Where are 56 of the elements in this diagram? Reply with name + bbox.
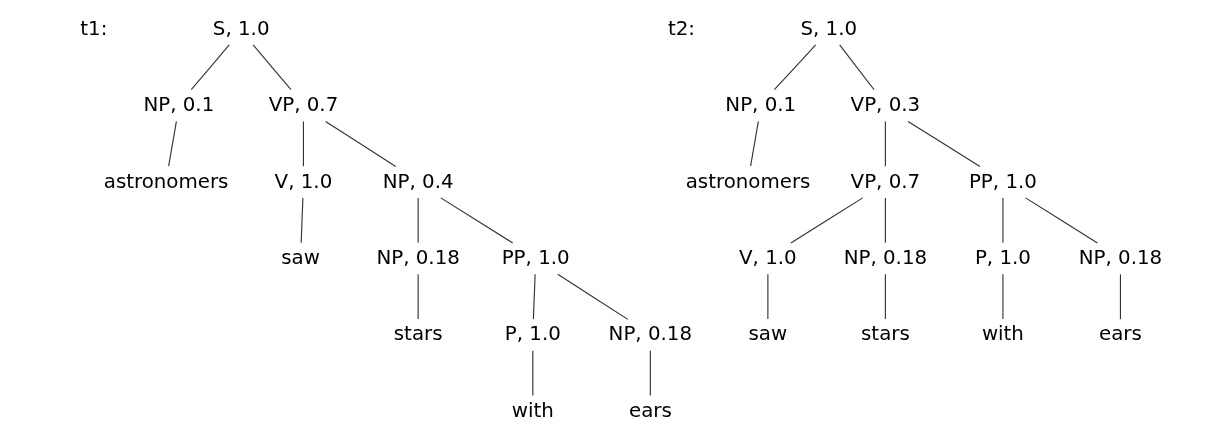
node-text: stars xyxy=(860,322,910,346)
connector xyxy=(417,197,419,244)
connector xyxy=(252,44,292,91)
label: t2: xyxy=(667,16,695,40)
connector xyxy=(884,120,886,167)
connector xyxy=(1001,197,1003,244)
node-text: saw xyxy=(280,245,320,269)
node-text: VP, 0.7 xyxy=(850,169,920,193)
label: t1: xyxy=(79,16,107,40)
connector xyxy=(749,120,759,167)
node-text: V, 1.0 xyxy=(274,169,332,193)
node-text: P, 1.0 xyxy=(974,245,1031,269)
node-text: saw xyxy=(748,322,787,346)
connector xyxy=(439,197,513,244)
connector xyxy=(167,120,177,167)
node-text: NP, 0.4 xyxy=(382,169,454,193)
node-text: astronomers xyxy=(103,169,228,193)
connector xyxy=(556,273,628,320)
node-text: VP, 0.7 xyxy=(268,93,338,117)
node-text: NP, 0.1 xyxy=(724,93,796,117)
connector xyxy=(324,120,396,167)
node-text: V, 1.0 xyxy=(738,245,797,269)
node-text: VP, 0.3 xyxy=(850,93,920,117)
connector xyxy=(766,273,768,320)
connector xyxy=(300,197,303,244)
node-text: S, 1.0 xyxy=(212,16,269,40)
node-text: ears xyxy=(1098,322,1142,346)
connector xyxy=(190,44,230,91)
node-text: NP, 0.18 xyxy=(1078,245,1162,269)
node-text: with xyxy=(511,398,554,422)
connector xyxy=(531,350,533,397)
connector xyxy=(302,120,304,167)
connector xyxy=(838,44,875,91)
node-text: P, 1.0 xyxy=(504,322,561,346)
node-text: astronomers xyxy=(685,169,810,193)
node-text: NP, 0.18 xyxy=(843,245,927,269)
connector xyxy=(773,44,816,91)
connector xyxy=(649,350,651,397)
node-text: NP, 0.18 xyxy=(608,322,692,346)
connector xyxy=(884,197,886,244)
connector xyxy=(1001,273,1003,320)
node-text: ears xyxy=(628,398,672,422)
connector xyxy=(417,273,419,320)
node-text: PP, 1.0 xyxy=(968,169,1037,193)
connector xyxy=(789,197,863,244)
connector xyxy=(1024,197,1098,244)
connector xyxy=(884,273,886,320)
connector xyxy=(1119,273,1121,320)
node-text: NP, 0.18 xyxy=(375,245,460,269)
connector xyxy=(532,273,536,320)
connector xyxy=(907,120,980,167)
node-text: PP, 1.0 xyxy=(501,245,570,269)
node-text: NP, 0.1 xyxy=(142,93,214,117)
node-text: S, 1.0 xyxy=(799,16,857,40)
node-text: with xyxy=(981,322,1024,346)
node-text: stars xyxy=(393,322,442,346)
